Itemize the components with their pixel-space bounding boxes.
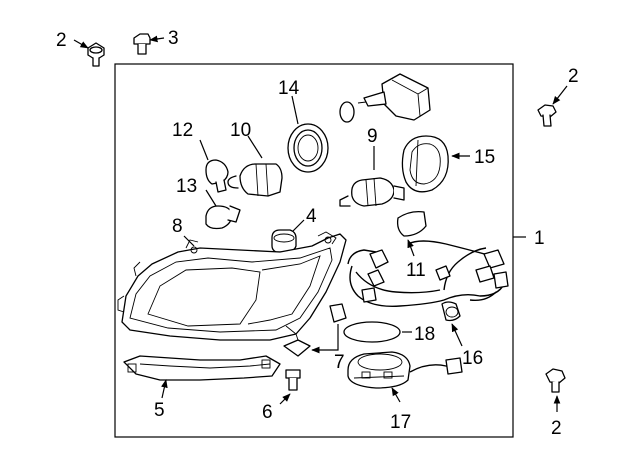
callout-18: 18 <box>414 324 435 345</box>
assembly-frame <box>114 63 514 438</box>
callout-9: 9 <box>367 126 378 147</box>
callout-2-top-left: 2 <box>56 30 67 51</box>
callout-5: 5 <box>154 400 165 421</box>
callout-17: 17 <box>390 412 411 433</box>
callout-8: 8 <box>172 216 183 237</box>
callout-4: 4 <box>306 206 317 227</box>
bracket-part-11 <box>396 210 427 257</box>
leveling-motor <box>339 73 431 123</box>
bracket-part-5 <box>123 355 281 399</box>
clip-part-7 <box>283 303 347 357</box>
bolt-part-2-top-left <box>73 39 105 67</box>
bolt-part-6 <box>279 369 301 405</box>
bolt-part-3 <box>133 33 165 55</box>
callout-12: 12 <box>172 120 193 141</box>
bulb-part-9 <box>339 146 405 207</box>
bulb-part-13 <box>205 189 241 230</box>
bulb-part-12 <box>199 139 229 193</box>
wiring-harness <box>347 240 509 347</box>
bulb-part-10 <box>227 135 283 197</box>
bolt-part-2-top-right <box>537 85 568 127</box>
callout-2-bottom-right: 2 <box>551 418 562 439</box>
callout-2-top-right: 2 <box>568 66 579 87</box>
ballast-part-17 <box>347 351 463 403</box>
callout-7: 7 <box>334 352 345 373</box>
headlamp-housing <box>117 231 347 347</box>
callout-6: 6 <box>262 402 273 423</box>
bulb-part-4 <box>271 219 305 253</box>
callout-1: 1 <box>534 228 545 249</box>
bulb-cover-part-14 <box>287 95 329 173</box>
callout-15: 15 <box>474 147 495 168</box>
bolt-part-2-bottom-right <box>545 368 566 412</box>
callout-14: 14 <box>278 78 300 99</box>
callout-16: 16 <box>462 348 483 369</box>
callout-10: 10 <box>230 120 251 141</box>
gasket-part-18 <box>343 321 412 343</box>
callout-11: 11 <box>406 260 426 281</box>
callout-13: 13 <box>176 176 197 197</box>
bulb-cover-part-15 <box>401 135 470 193</box>
callout-3: 3 <box>168 28 179 49</box>
